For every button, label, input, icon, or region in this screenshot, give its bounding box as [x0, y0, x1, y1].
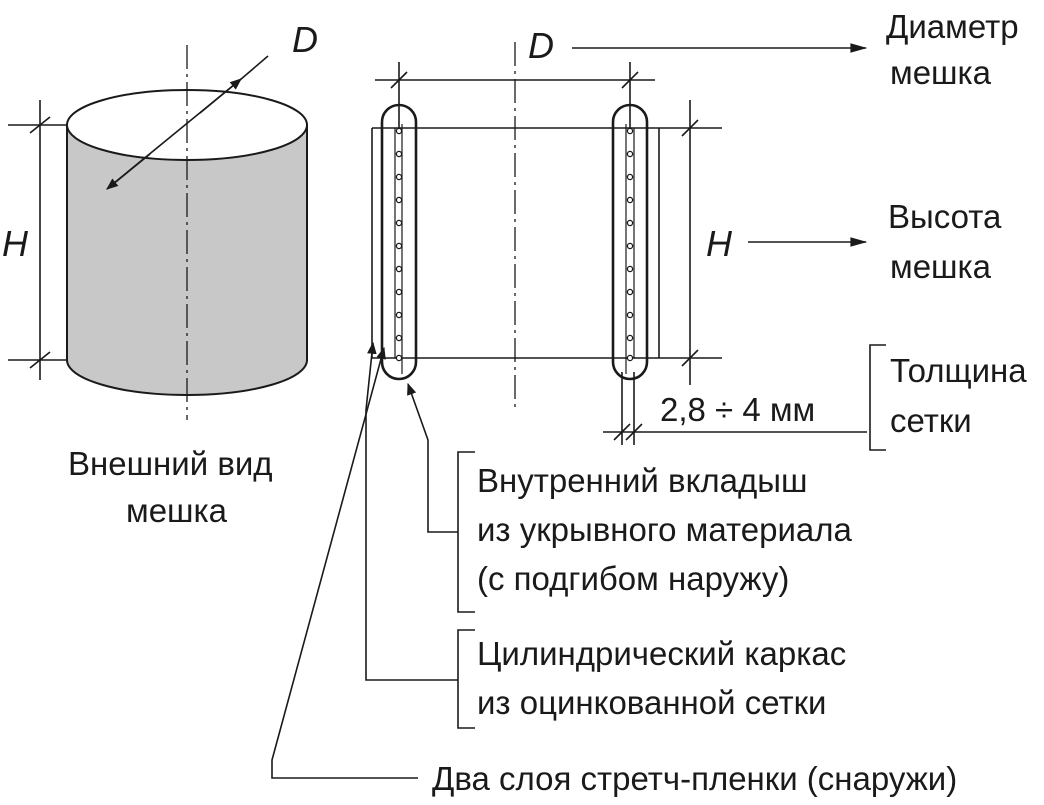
thickness-bracket — [869, 344, 886, 451]
liner-label-line1: Внутренний вкладыш — [477, 462, 807, 499]
liner-bracket — [457, 451, 475, 613]
mesh-left-dots — [395, 127, 403, 362]
liner-label-line3: (с подгибом наружу) — [477, 560, 789, 597]
film-label: Два слоя стретч-пленки (снаружи) — [432, 760, 957, 797]
thickness-label-line2: сетки — [890, 402, 972, 439]
height-label-line2: мешка — [890, 248, 992, 285]
thickness-label-line1: Толщина — [890, 352, 1027, 389]
dim-h-left: H — [2, 223, 29, 264]
frame-label-line2: из оцинкованной сетки — [477, 684, 826, 721]
frame-leader — [365, 341, 458, 681]
cylinder-exterior-view — [8, 45, 308, 420]
exterior-label-line1: Внешний вид — [68, 445, 273, 482]
mesh-right-dots — [626, 127, 634, 362]
frame-label-line1: Цилиндрический каркас — [477, 635, 846, 672]
height-label-line1: Высота — [888, 198, 1002, 235]
dim-h-right: H — [706, 223, 733, 264]
dim-d-right: D — [528, 25, 554, 66]
dim-d-left: D — [292, 19, 318, 60]
diameter-label-line2: мешка — [890, 54, 992, 91]
diameter-label-line1: Диаметр — [886, 8, 1019, 45]
diameter-leader — [239, 55, 269, 81]
film-leader — [271, 346, 418, 779]
wall-left-hairpin — [380, 103, 418, 381]
liner-leader — [407, 382, 458, 533]
exterior-label-line2: мешка — [126, 492, 228, 529]
thickness-value: 2,8 ÷ 4 мм — [660, 391, 815, 428]
liner-label-line2: из укрывного материала — [477, 511, 852, 548]
bag-cross-section — [271, 42, 886, 779]
wall-right-hairpin — [611, 103, 649, 381]
frame-bracket — [457, 629, 475, 729]
